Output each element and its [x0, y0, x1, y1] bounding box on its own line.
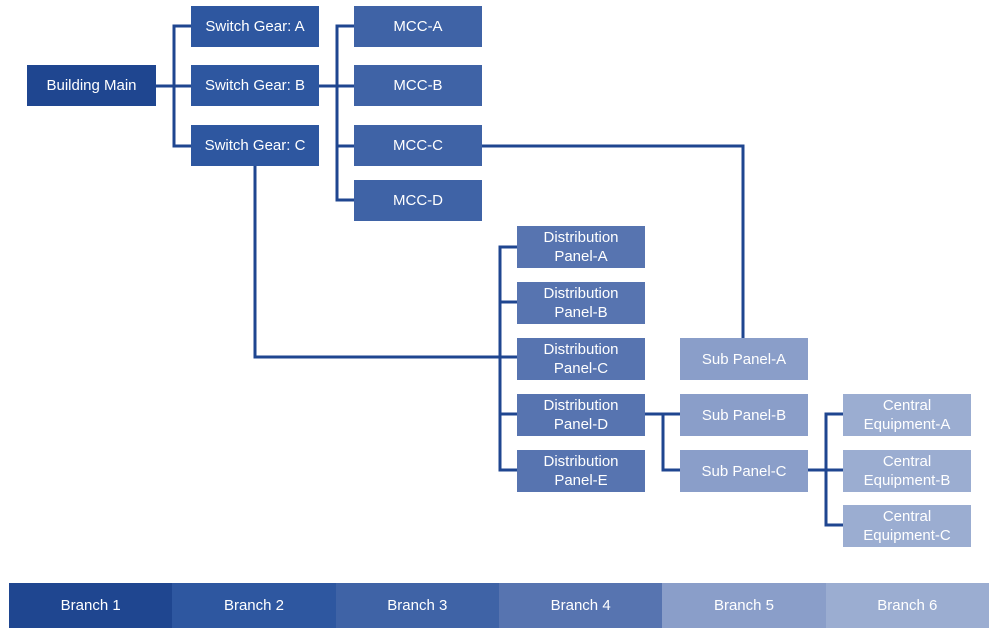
- node-switch-gear-c[interactable]: Switch Gear: C: [191, 125, 319, 166]
- node-mcc-c[interactable]: MCC-C: [354, 125, 482, 166]
- wire-mcc-c-to-sub-panel-a: [480, 144, 745, 341]
- node-distribution-panel-c[interactable]: Distribution Panel-C: [517, 338, 645, 380]
- wire-distribution-d-to-sub-panels: [643, 412, 683, 472]
- wire-sub-panel-c-to-central-equipment: [805, 412, 846, 527]
- legend-branch-2: Branch 2: [172, 583, 336, 628]
- node-switch-gear-b[interactable]: Switch Gear: B: [191, 65, 319, 106]
- node-sub-panel-c[interactable]: Sub Panel-C: [680, 450, 808, 492]
- node-central-equipment-a[interactable]: Central Equipment-A: [843, 394, 971, 436]
- node-central-equipment-b[interactable]: Central Equipment-B: [843, 450, 971, 492]
- node-mcc-b[interactable]: MCC-B: [354, 65, 482, 106]
- branch-legend: Branch 1 Branch 2 Branch 3 Branch 4 Bran…: [9, 583, 989, 628]
- wire-switchgear-b-to-mccs: [317, 24, 357, 202]
- node-sub-panel-b[interactable]: Sub Panel-B: [680, 394, 808, 436]
- legend-branch-3: Branch 3: [335, 583, 499, 628]
- legend-branch-5: Branch 5: [662, 583, 826, 628]
- wire-main-to-switchgears: [154, 24, 194, 148]
- node-distribution-panel-b[interactable]: Distribution Panel-B: [517, 282, 645, 324]
- node-sub-panel-a[interactable]: Sub Panel-A: [680, 338, 808, 380]
- node-distribution-panel-d[interactable]: Distribution Panel-D: [517, 394, 645, 436]
- node-central-equipment-c[interactable]: Central Equipment-C: [843, 505, 971, 547]
- node-distribution-panel-a[interactable]: Distribution Panel-A: [517, 226, 645, 268]
- legend-branch-6: Branch 6: [825, 583, 989, 628]
- legend-branch-1: Branch 1: [9, 583, 173, 628]
- node-switch-gear-a[interactable]: Switch Gear: A: [191, 6, 319, 47]
- node-distribution-panel-e[interactable]: Distribution Panel-E: [517, 450, 645, 492]
- wire-switchgear-c-to-distribution: [253, 164, 520, 472]
- node-mcc-a[interactable]: MCC-A: [354, 6, 482, 47]
- node-building-main[interactable]: Building Main: [27, 65, 156, 106]
- node-mcc-d[interactable]: MCC-D: [354, 180, 482, 221]
- legend-branch-4: Branch 4: [498, 583, 663, 628]
